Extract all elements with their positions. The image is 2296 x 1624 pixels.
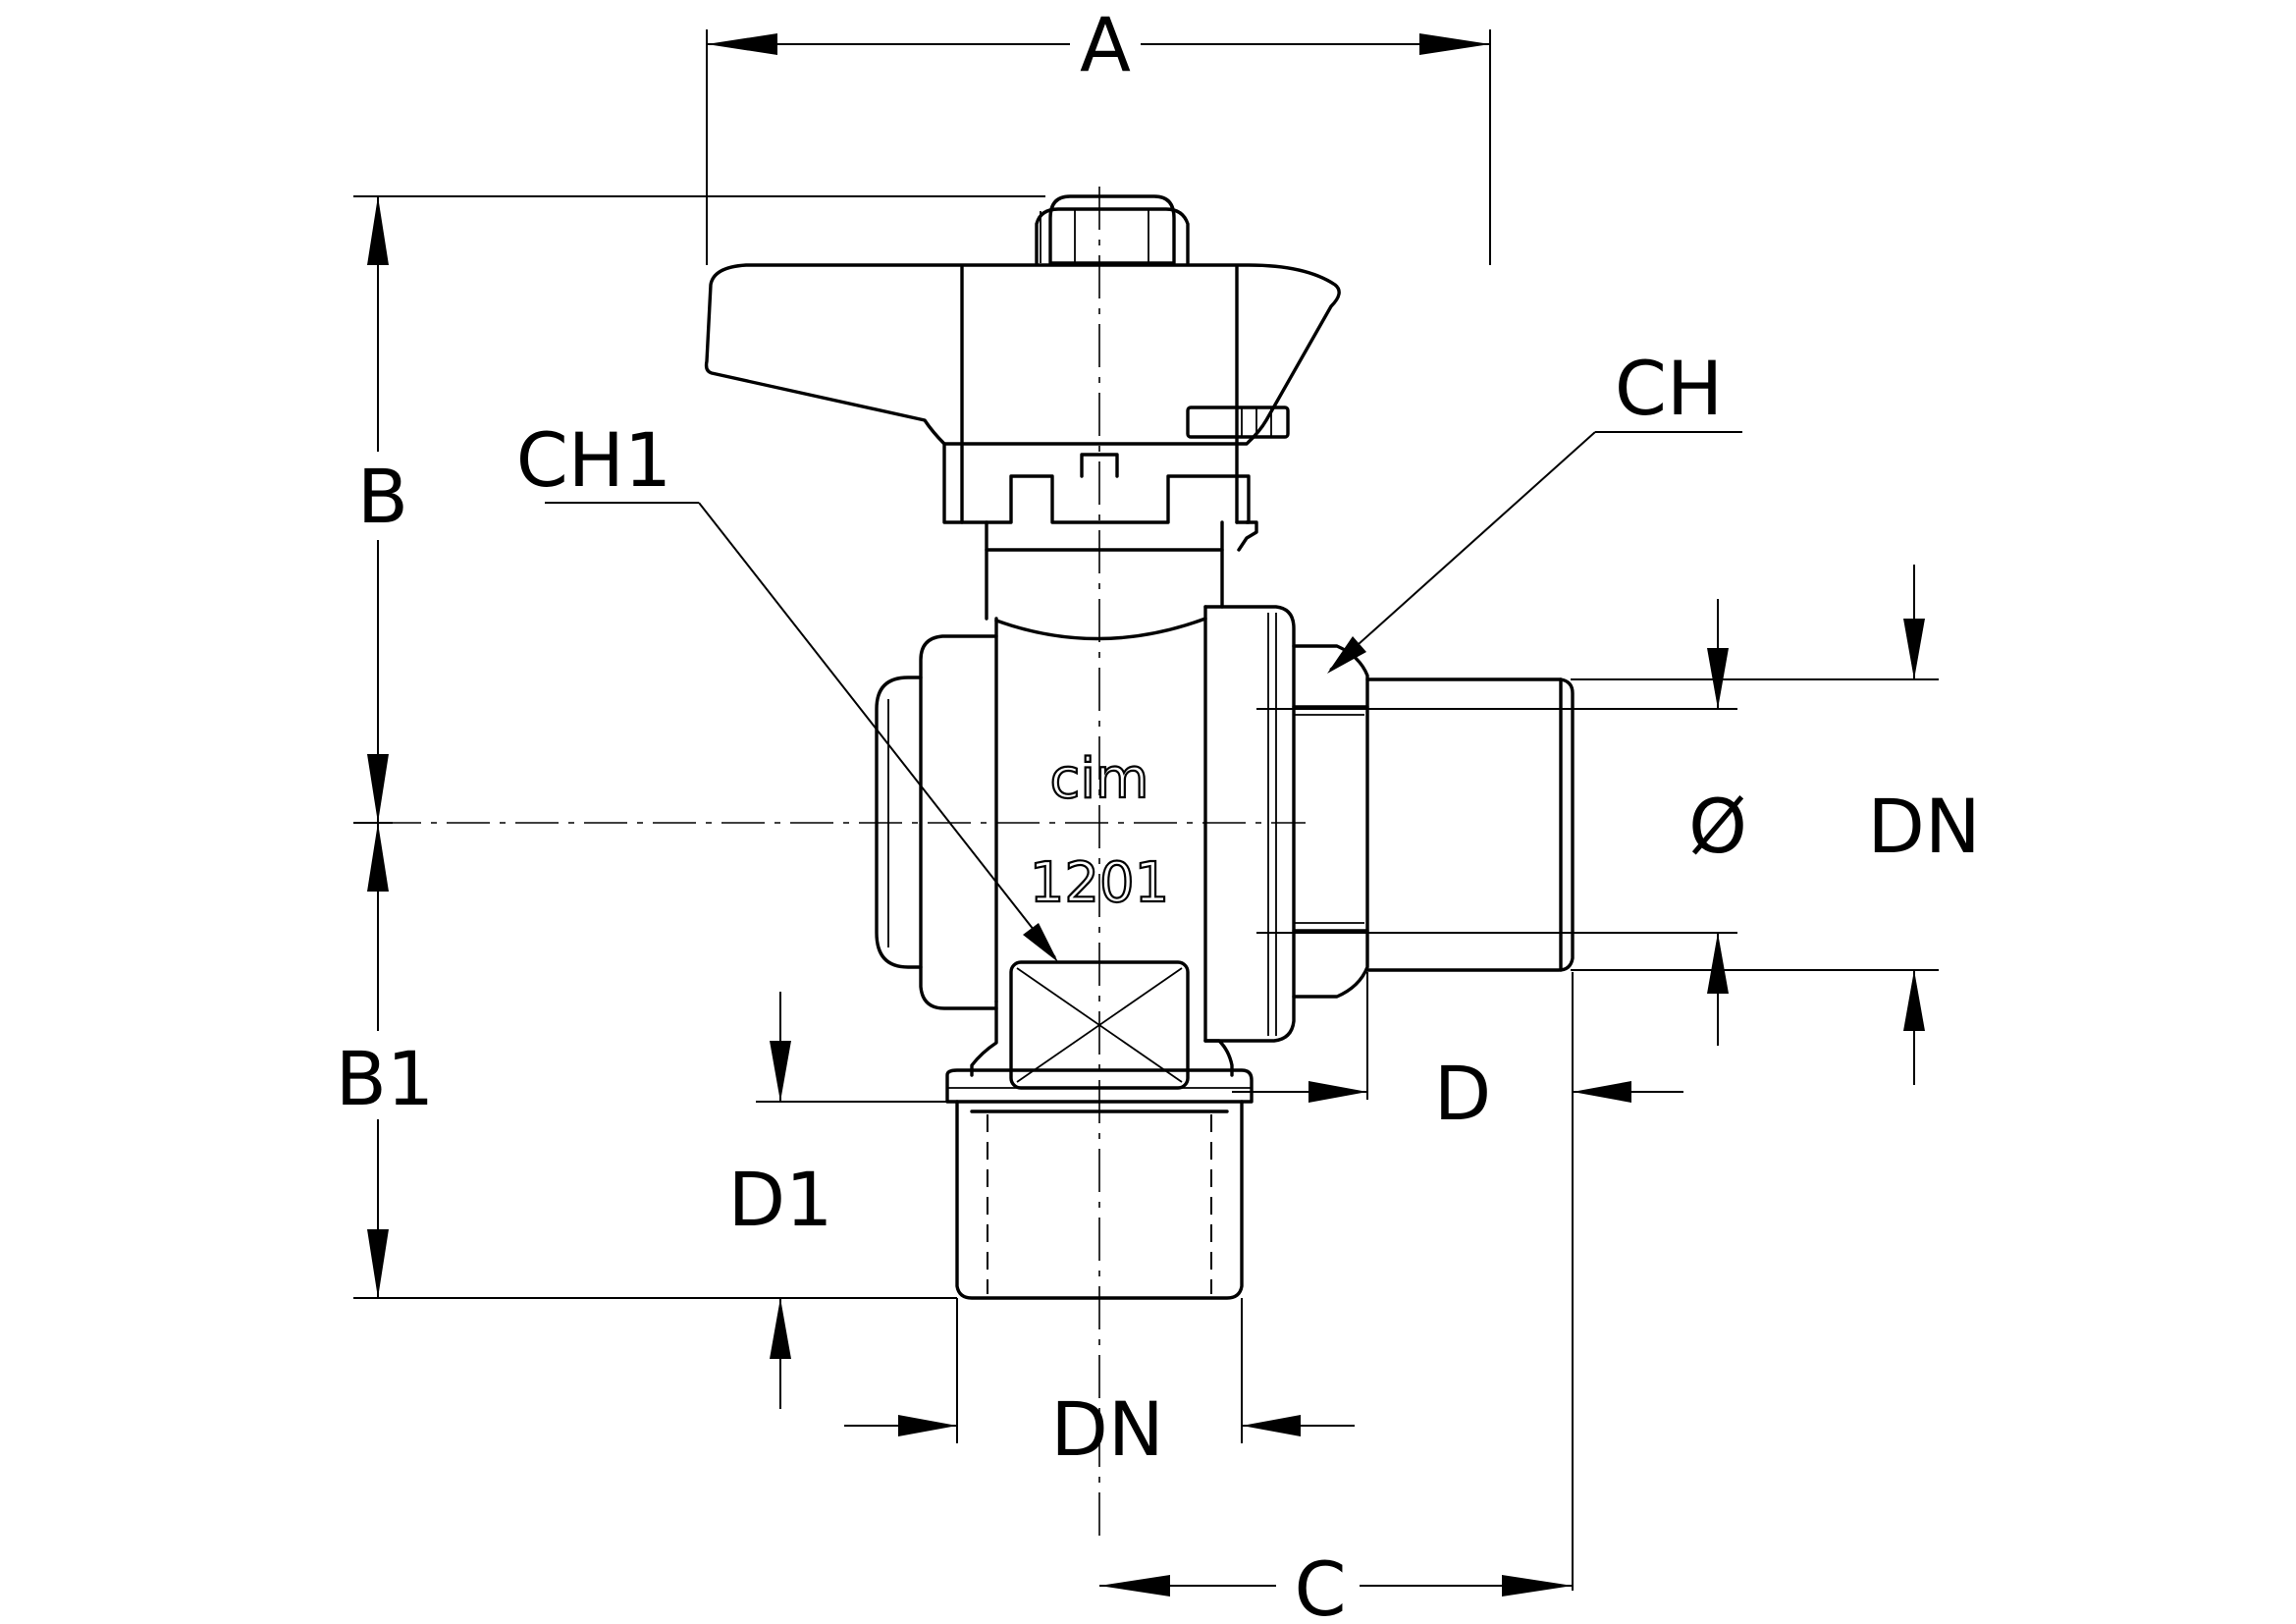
leader-ch1 [545,502,1058,962]
label-d: D [1434,1050,1492,1137]
handle [704,194,1341,524]
dimension-b1 [353,823,957,1299]
model-marking: 1201 [1030,851,1170,915]
side-outlet [1256,644,1575,999]
dimension-c [1099,1575,1573,1597]
dimension-d [1232,972,1683,1591]
dimension-d1 [756,992,947,1409]
label-ch: CH [1615,345,1723,432]
leader-ch [1327,431,1742,674]
dimension-dn-side [1571,565,1939,1085]
label-c: C [1294,1545,1346,1624]
label-d1: D1 [728,1156,833,1243]
dimension-diameter [1256,599,1737,1046]
bottom-inlet [945,1068,1254,1300]
valve-stem [985,520,1258,621]
center-lines [378,187,1306,1542]
dimension-a [706,29,1491,265]
label-ch1: CH1 [516,416,672,504]
dimension-b [353,195,1045,824]
valve-body [875,605,1296,1090]
label-dn-side: DN [1867,783,1980,870]
brand-marking: cim [1050,747,1149,811]
label-b1: B1 [336,1035,435,1122]
label-diameter: Ø [1688,783,1747,870]
label-b: B [357,453,408,540]
label-a: A [1080,1,1131,88]
label-dn-bottom: DN [1050,1385,1163,1473]
dimension-dn-bottom [844,1298,1355,1443]
